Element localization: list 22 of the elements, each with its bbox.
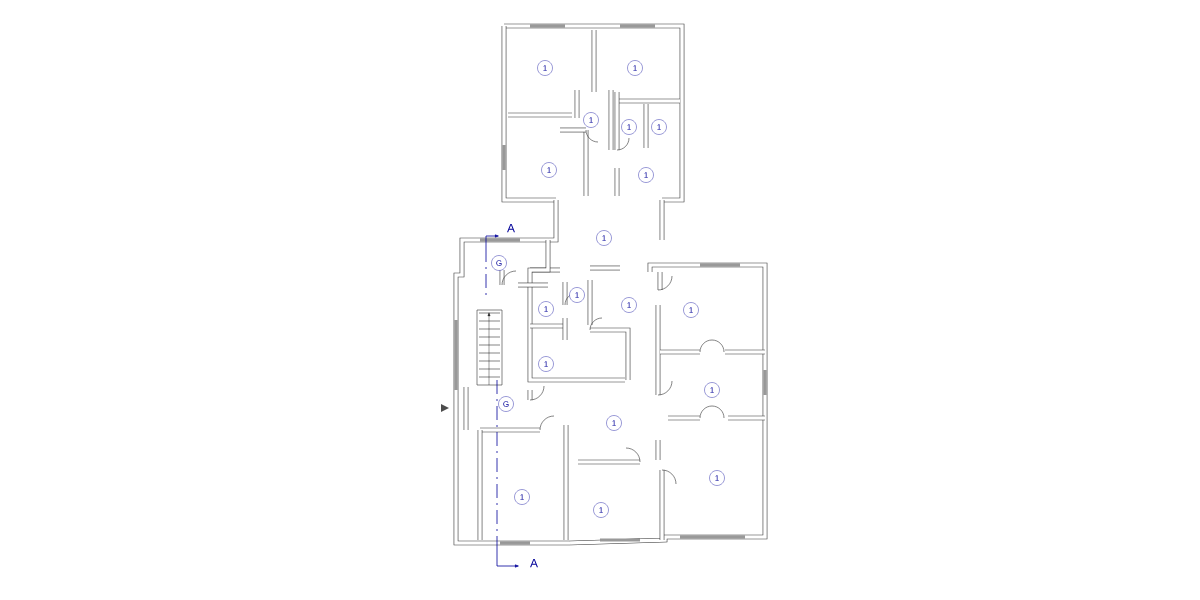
room-tag: 1 bbox=[593, 502, 609, 518]
room-tag: 1 bbox=[538, 301, 554, 317]
room-tag: 1 bbox=[683, 302, 699, 318]
room-tag: 1 bbox=[583, 112, 599, 128]
room-tag: G bbox=[491, 255, 507, 271]
room-tag: 1 bbox=[514, 489, 530, 505]
room-tag: 1 bbox=[606, 415, 622, 431]
room-tag: 1 bbox=[638, 167, 654, 183]
room-tag: 1 bbox=[538, 356, 554, 372]
section-label: A bbox=[507, 223, 515, 233]
room-tag: 1 bbox=[569, 287, 585, 303]
room-tag: 1 bbox=[541, 162, 557, 178]
room-tag: G bbox=[498, 396, 514, 412]
room-tag: 1 bbox=[704, 382, 720, 398]
room-tag: 1 bbox=[709, 470, 725, 486]
room-tag: 1 bbox=[621, 297, 637, 313]
room-tag: 1 bbox=[651, 119, 667, 135]
room-tag: 1 bbox=[596, 230, 612, 246]
room-tag: 1 bbox=[621, 119, 637, 135]
room-tag: 1 bbox=[627, 60, 643, 76]
section-label: A bbox=[530, 558, 538, 568]
room-tag: 1 bbox=[537, 60, 553, 76]
